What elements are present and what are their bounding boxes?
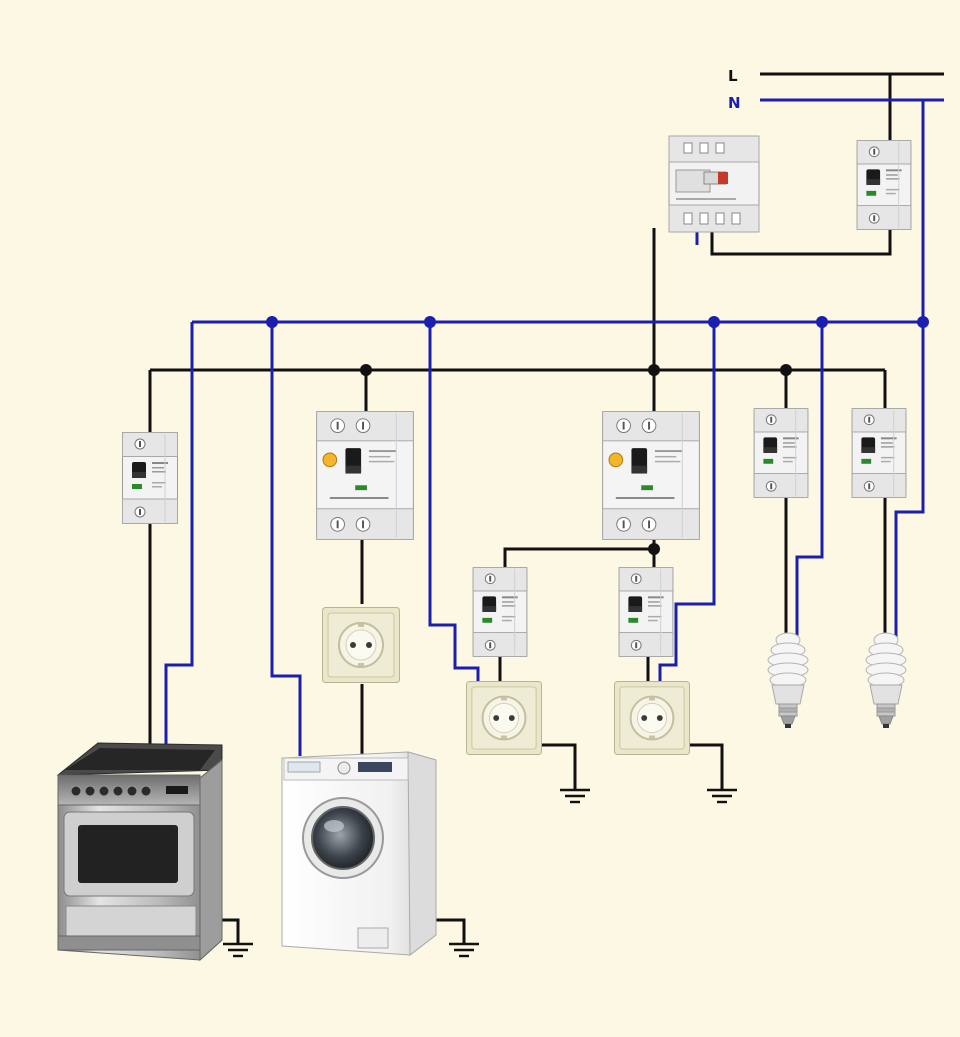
breaker-socket-1 (472, 566, 528, 658)
socket-2 (613, 680, 691, 756)
socket-washer (321, 606, 401, 684)
breaker-socket-2 (618, 566, 674, 658)
neutral-label: N (728, 94, 741, 112)
electric-stove-icon (56, 742, 223, 962)
phase-wires (148, 72, 944, 944)
washing-machine-icon (281, 751, 437, 957)
breaker-light-1 (753, 407, 809, 499)
junctions (266, 316, 929, 555)
energy-meter-icon (668, 135, 760, 233)
breaker-stove (122, 432, 178, 524)
socket-1 (465, 680, 543, 756)
neutral-wires (164, 98, 944, 756)
cfl-bulb-1 (767, 632, 809, 729)
rcd-washer (316, 410, 414, 541)
main-breaker (856, 139, 912, 231)
breaker-light-2 (851, 407, 907, 499)
cfl-bulb-2 (865, 632, 907, 729)
rcd-sockets (602, 410, 700, 541)
phase-label: L (728, 67, 738, 85)
